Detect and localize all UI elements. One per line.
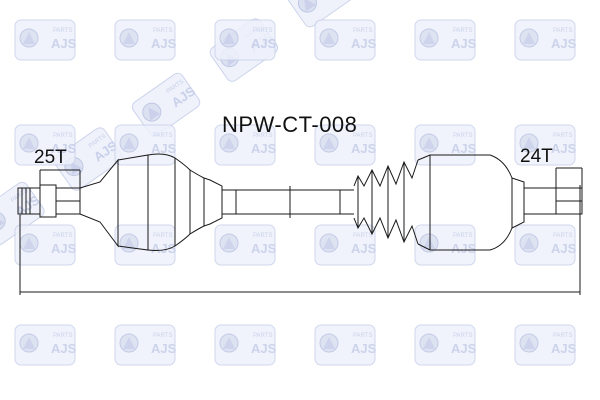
- shaft: [222, 186, 354, 218]
- right-spline-stub: [555, 167, 583, 215]
- part-number-label: NPW-CT-008: [222, 112, 358, 137]
- length-dimension: [19, 185, 581, 295]
- left-cv-joint: [79, 153, 223, 251]
- right-cv-boot: [353, 159, 419, 245]
- right-cv-joint: [417, 154, 556, 251]
- left-spline-count-label: 25T: [34, 147, 67, 168]
- right-spline-count-label: 24T: [520, 146, 553, 167]
- left-spline-stub: [17, 169, 81, 218]
